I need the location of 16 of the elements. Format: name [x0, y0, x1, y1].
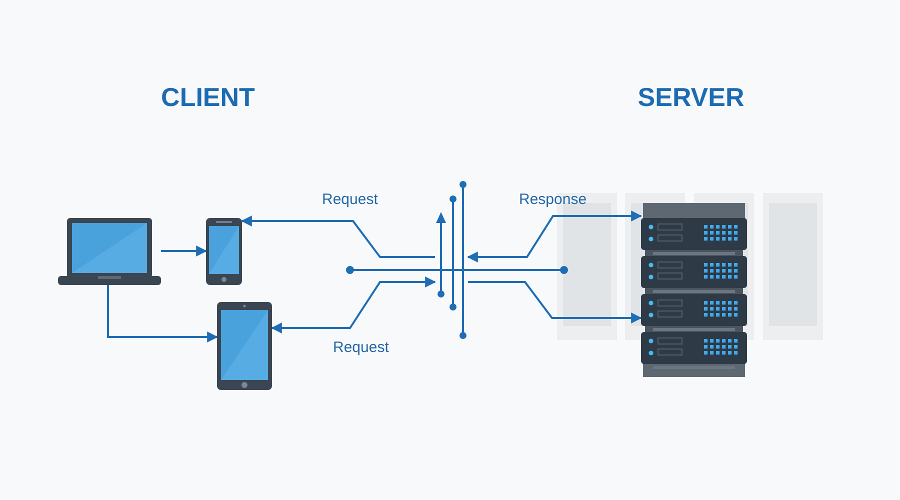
section-heading: CLIENT [161, 84, 255, 112]
edge-label: Request [322, 192, 378, 208]
smartphone-icon [206, 218, 242, 285]
arrow [468, 281, 642, 324]
arrow [270, 276, 436, 334]
tablet-icon [217, 302, 272, 390]
server-rack-icon [641, 203, 747, 377]
laptop-icon [58, 218, 161, 285]
section-heading: SERVER [638, 84, 744, 112]
network-junction [435, 181, 468, 339]
edge-label: Response [519, 192, 587, 208]
arrow [107, 285, 218, 342]
arrow [161, 246, 208, 256]
arrow [466, 210, 642, 262]
edge-label: Request [333, 340, 389, 356]
arrow [240, 216, 435, 258]
